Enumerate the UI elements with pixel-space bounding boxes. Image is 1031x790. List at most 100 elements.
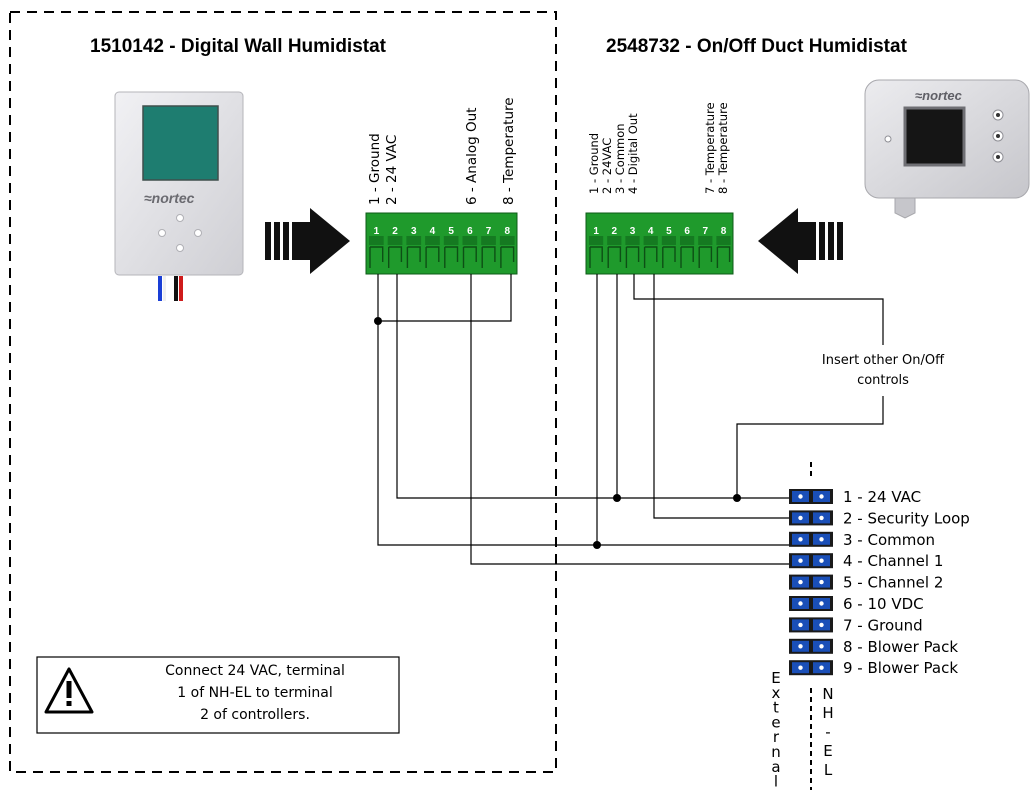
duct-terminal-number: 3 [630, 226, 636, 237]
duct-terminal-number: 2 [612, 226, 618, 237]
duct-terminal-number: 6 [684, 226, 690, 237]
nh-el-label: NH-EL [822, 685, 833, 779]
wall-terminal-number: 4 [430, 226, 436, 237]
duct-terminal-number: 4 [648, 226, 654, 237]
wall-terminal-number: 2 [392, 226, 398, 237]
duct-terminal-8: 8 [716, 226, 731, 268]
duct-humidistat-title: 2548732 - On/Off Duct Humidistat [606, 36, 908, 57]
wall-label-analog-out: 6 - Analog Out [464, 108, 480, 205]
nh-el-terminal-label: 5 - Channel 2 [843, 574, 943, 592]
duct-terminal-7: 7 [698, 226, 713, 268]
duct-label-temperature-8: 8 - Temperature [716, 102, 730, 194]
wall-humidistat-title: 1510142 - Digital Wall Humidistat [90, 36, 387, 57]
wall-terminal-3: 3 [406, 226, 422, 268]
vertical-letter: E [771, 669, 780, 687]
nh-el-terminal-label: 6 - 10 VDC [843, 595, 924, 613]
nh-el-terminal-label: 7 - Ground [843, 616, 923, 634]
duct-terminal-number: 5 [666, 226, 672, 237]
duct-terminal-3: 3 [625, 226, 640, 268]
duct-label-common: 3 - Common [613, 123, 627, 194]
wall-humidistat-screen [142, 105, 219, 181]
arrow-left-icon [758, 208, 843, 274]
wire-junctions [374, 317, 741, 549]
vertical-letter: N [822, 685, 833, 703]
duct-terminal-4: 4 [643, 226, 658, 268]
nh-el-terminal-row: 2 - Security Loop [789, 509, 970, 527]
wall-terminal-number: 3 [411, 226, 417, 237]
vertical-letter: x [772, 684, 781, 702]
wall-terminal-block: 1 2 3 4 5 6 7 8 [365, 212, 518, 275]
warning-box: Connect 24 VAC, terminal 1 of NH-EL to t… [36, 656, 400, 734]
duct-label-ground: 1 - Ground [587, 133, 601, 194]
wall-terminal-6: 6 [462, 226, 478, 268]
vertical-letter: H [822, 704, 833, 722]
wall-humidistat-device: ≈nortec [114, 91, 244, 301]
wall-label-ground: 1 - Ground [367, 133, 383, 205]
vertical-letter: a [771, 758, 780, 776]
warning-line1: Connect 24 VAC, terminal [165, 663, 345, 679]
wall-terminal-8: 8 [499, 226, 515, 268]
nh-el-terminal-label: 8 - Blower Pack [843, 638, 958, 656]
vertical-letter: r [773, 728, 780, 746]
duct-label-temperature-7: 7 - Temperature [703, 102, 717, 194]
nh-el-terminal-row: 1 - 24 VAC [789, 488, 921, 506]
duct-terminal-number: 7 [703, 226, 709, 237]
vertical-letter: L [824, 761, 833, 779]
wall-terminal-5: 5 [443, 226, 459, 268]
vertical-letter: n [771, 743, 781, 761]
duct-label-24vac: 2 - 24VAC [600, 138, 614, 194]
warning-line3: 2 of controllers. [200, 707, 310, 723]
duct-terminal-labels: 1 - Ground 2 - 24VAC 3 - Common 4 - Digi… [587, 102, 730, 194]
nh-el-terminal-row: 7 - Ground [789, 616, 923, 634]
wall-terminal-number: 7 [486, 226, 492, 237]
vertical-letter: E [823, 742, 832, 760]
duct-label-digital-out: 4 - Digital Out [626, 113, 640, 194]
wall-terminal-number: 1 [374, 226, 380, 237]
nh-el-terminal-strip: 1 - 24 VAC 2 - Security Loop 3 - Common 4 -… [789, 462, 970, 790]
nh-el-terminal-label: 4 - Channel 1 [843, 552, 943, 570]
wall-humidistat-boundary [9, 11, 557, 773]
duct-terminal-block: 1 2 3 4 5 6 7 8 [585, 212, 734, 275]
nh-el-terminal-row: 9 - Blower Pack [789, 659, 958, 677]
insert-note-line1: Insert other On/Off [822, 353, 945, 368]
duct-terminal-5: 5 [661, 226, 676, 268]
nh-el-terminal-label: 1 - 24 VAC [843, 488, 921, 506]
duct-humidistat-screen [903, 106, 966, 167]
nh-el-terminal-label: 2 - Security Loop [843, 509, 970, 527]
wall-label-24vac: 2 - 24 VAC [384, 135, 400, 205]
duct-terminal-number: 1 [593, 226, 599, 237]
warning-line2: 1 of NH-EL to terminal [177, 685, 332, 701]
duct-humidistat-device: ≈nortec [864, 79, 1030, 219]
nh-el-terminal-label: 9 - Blower Pack [843, 659, 958, 677]
insert-note-line2: controls [857, 373, 909, 388]
warning-icon [44, 667, 94, 714]
nh-el-terminal-row: 8 - Blower Pack [789, 638, 958, 656]
vertical-letter: - [825, 723, 830, 741]
duct-terminal-number: 8 [721, 226, 727, 237]
vertical-letter: t [773, 699, 779, 717]
wall-terminal-number: 6 [467, 226, 473, 237]
nh-el-terminal-row: 4 - Channel 1 [789, 552, 943, 570]
wall-label-temperature: 8 - Temperature [501, 97, 517, 205]
nh-el-terminal-label: 3 - Common [843, 531, 935, 549]
wall-terminal-number: 5 [448, 226, 454, 237]
wall-terminal-4: 4 [425, 226, 440, 268]
wires [377, 274, 884, 565]
nh-el-terminal-row: 5 - Channel 2 [789, 574, 943, 592]
vertical-letter: e [771, 713, 780, 731]
insert-controls-note: Insert other On/Off controls [800, 347, 966, 393]
duct-terminal-6: 6 [680, 226, 695, 268]
duct-humidistat-brand: ≈nortec [915, 88, 963, 103]
duct-terminal-2: 2 [607, 226, 622, 268]
wall-terminal-labels: 1 - Ground 2 - 24 VAC 6 - Analog Out 8 -… [367, 97, 517, 205]
arrow-right-icon [265, 208, 350, 274]
wall-terminal-number: 8 [504, 226, 510, 237]
wall-terminal-2: 2 [387, 226, 403, 268]
duct-terminal-1: 1 [589, 226, 604, 268]
wall-terminal-7: 7 [481, 226, 496, 268]
vertical-letter: l [774, 773, 778, 790]
nh-el-terminal-row: 3 - Common [789, 531, 935, 549]
nh-el-terminal-row: 6 - 10 VDC [789, 595, 924, 613]
